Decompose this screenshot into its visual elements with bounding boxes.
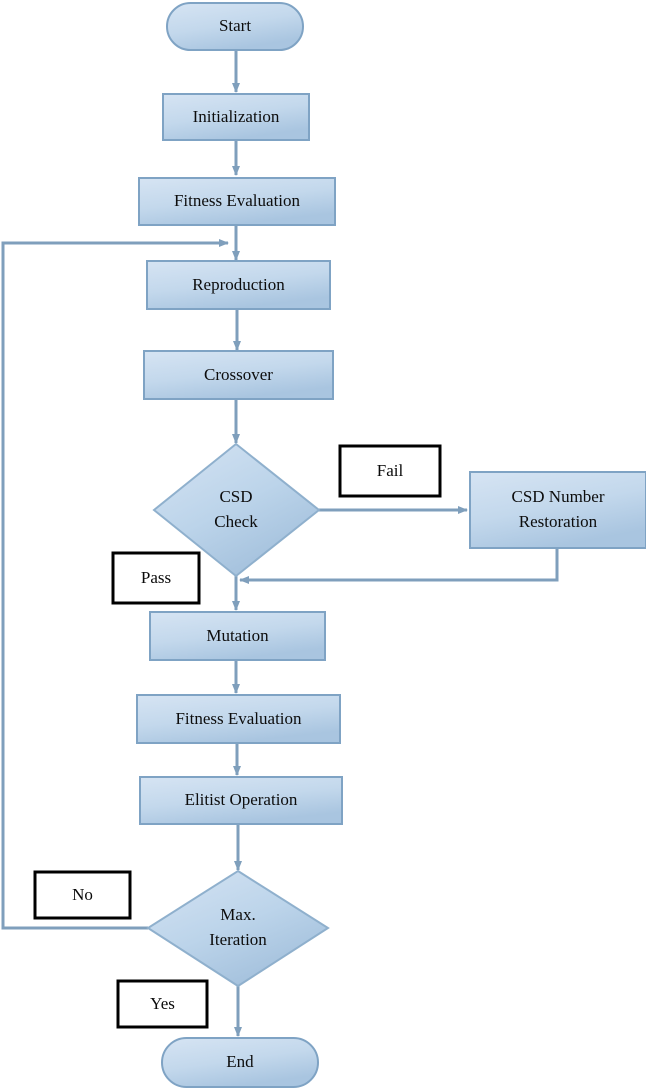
edge-maxiteration-reproduction-no <box>1 239 229 930</box>
node-end <box>161 1037 319 1088</box>
node-csd-check <box>152 442 321 578</box>
node-reproduction <box>146 260 331 310</box>
node-crossover <box>143 350 334 400</box>
tag-box-no <box>33 870 132 920</box>
edge-restoration-return <box>239 548 559 584</box>
edge-tag-fail: Fail <box>376 461 404 480</box>
node-mutation <box>149 611 326 661</box>
edge-tag-yes: Yes <box>150 994 175 1013</box>
edge-tag-no: No <box>72 885 93 904</box>
node-csd-number-restoration <box>469 471 646 549</box>
tag-box-pass <box>111 551 201 605</box>
node-initialization <box>162 93 310 141</box>
edge-tag-pass: Pass <box>140 568 172 587</box>
node-start <box>166 2 304 51</box>
tag-box-yes <box>116 979 209 1029</box>
node-fitness-evaluation-1 <box>138 177 336 226</box>
node-elitist-operation <box>139 776 343 825</box>
node-fitness-evaluation-2 <box>136 694 341 744</box>
tag-box-fail <box>338 444 442 498</box>
node-max-iteration <box>146 869 330 988</box>
